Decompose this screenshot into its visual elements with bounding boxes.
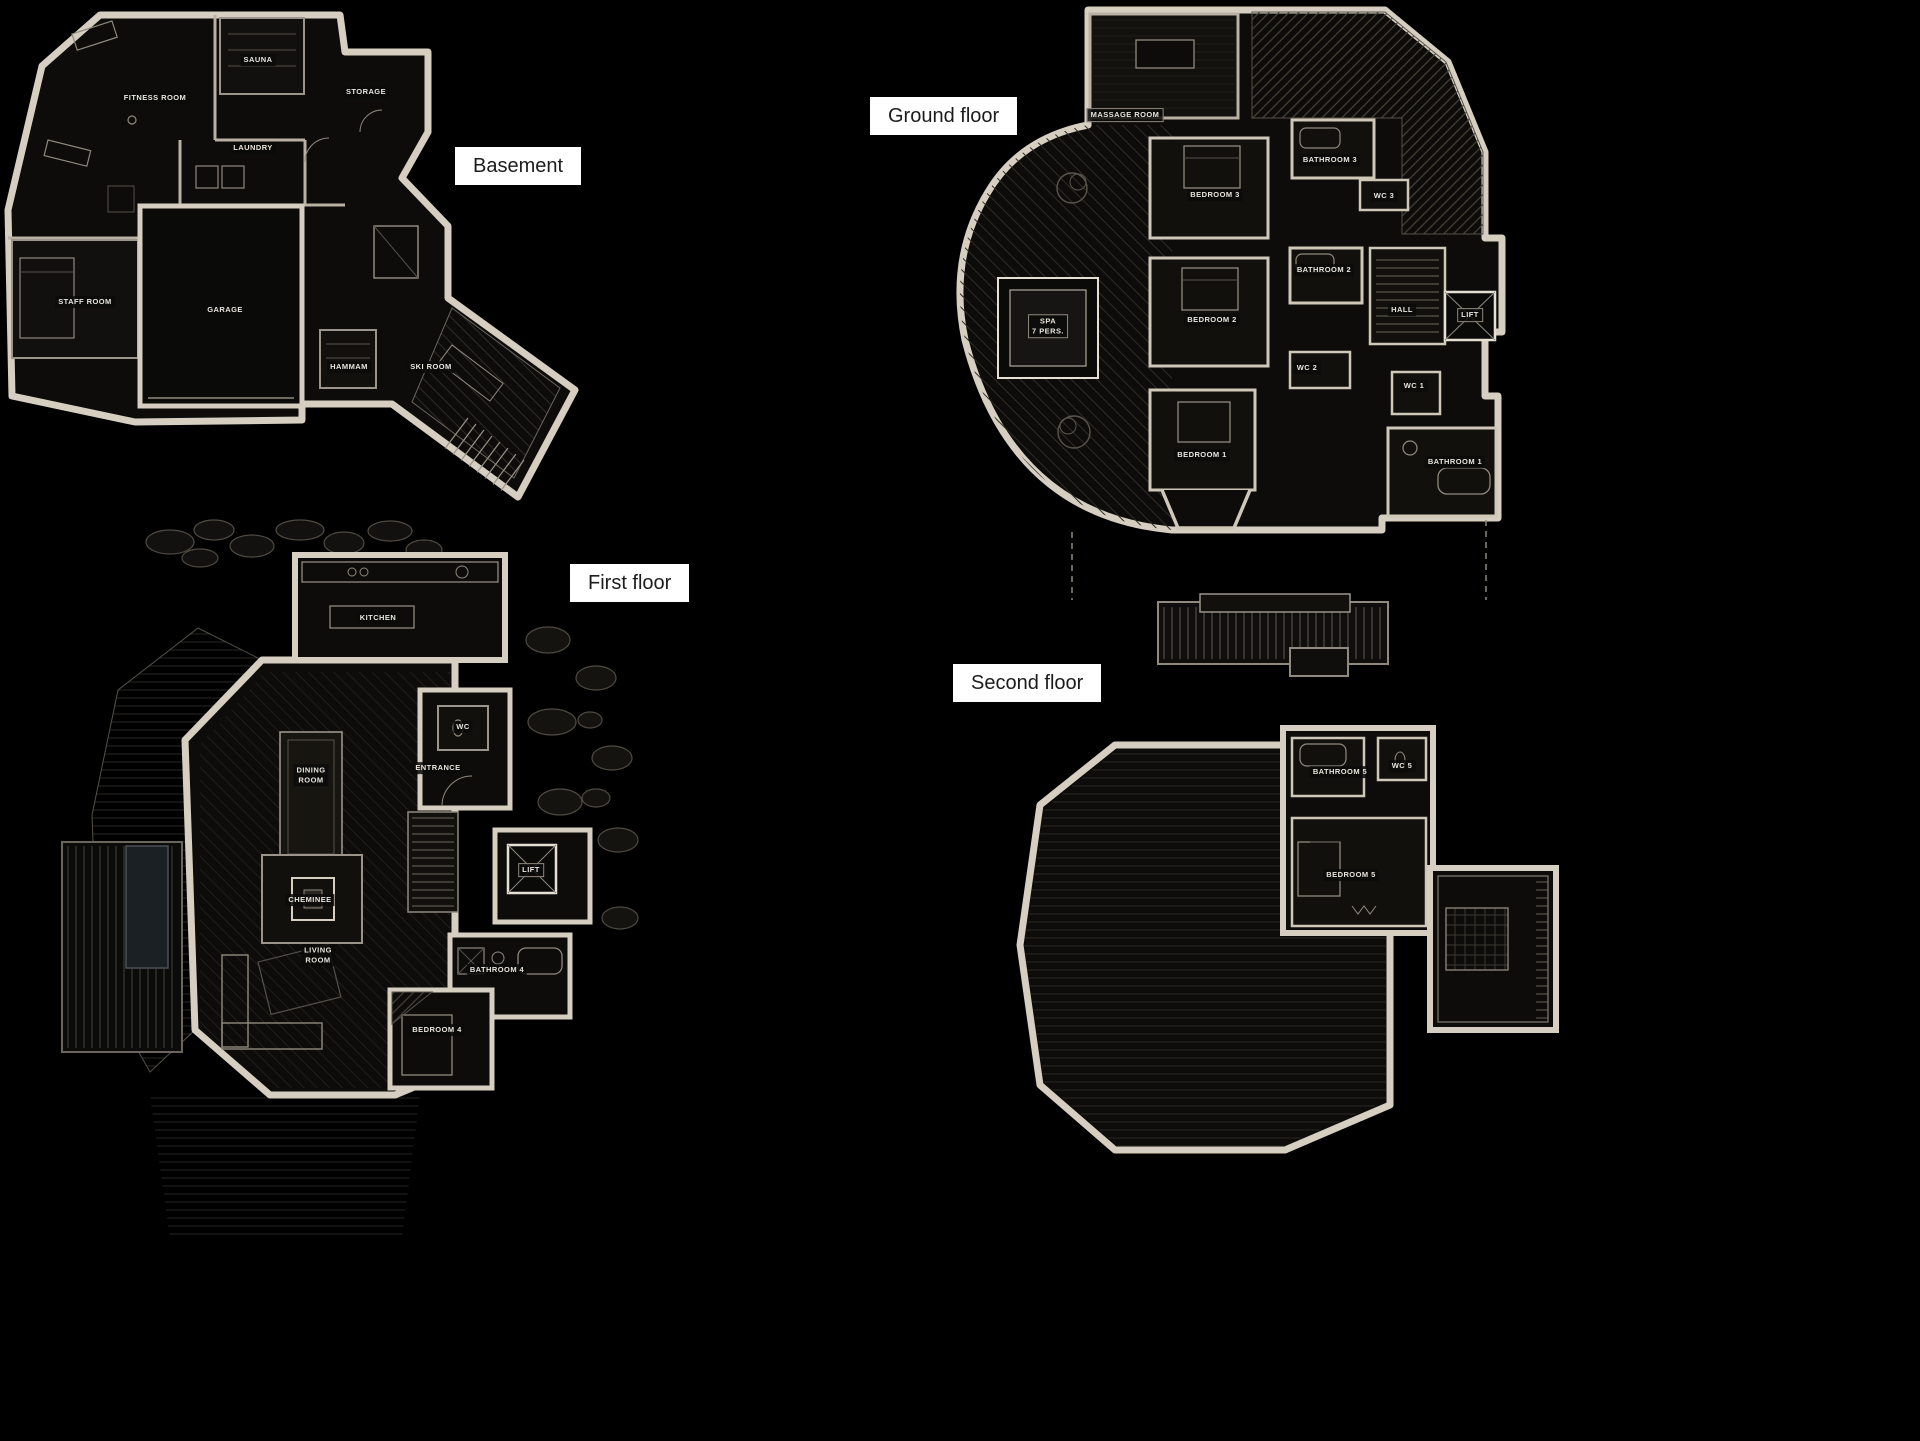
room-label-dining-room: DINING ROOM [293,764,329,786]
room-label-entrance: ENTRANCE [412,762,464,774]
room-label-fireplace: CHEMINEE [285,894,335,906]
room-label-staff-room: STAFF ROOM [55,296,115,308]
room-label-storage: STORAGE [342,86,390,98]
room-label-lift-ground: LIFT [1457,308,1483,322]
room-label-laundry: LAUNDRY [230,142,276,154]
room-label-ski-room: SKI ROOM [407,361,455,373]
room-label-massage-room: MASSAGE ROOM [1086,108,1164,122]
room-label-wc: WC [453,721,473,733]
room-label-garage: GARAGE [204,304,246,316]
room-label-bathroom-5: BATHROOM 5 [1309,766,1371,778]
room-label-bedroom-1: BEDROOM 1 [1174,449,1230,461]
room-label-bathroom-4: BATHROOM 4 [466,964,528,976]
room-label-wc-1: WC 1 [1400,380,1428,392]
basement-plan [4,11,579,501]
room-label-lift-first: LIFT [518,863,544,877]
room-label-bedroom-5: BEDROOM 5 [1323,869,1379,881]
first-floor-plan [61,519,639,1238]
floor-label-first: First floor [570,564,690,602]
room-label-bathroom-3: BATHROOM 3 [1299,154,1361,166]
floor-label-second: Second floor [953,664,1102,702]
room-label-living-room: LIVING ROOM [301,944,335,966]
room-label-sauna: SAUNA [240,54,276,66]
floor-label-ground: Ground floor [870,97,1018,135]
room-label-bathroom-1: BATHROOM 1 [1424,456,1486,468]
room-label-wc-2: WC 2 [1293,362,1321,374]
room-label-hammam: HAMMAM [327,361,371,373]
room-label-bedroom-3: BEDROOM 3 [1187,189,1243,201]
room-label-bedroom-4: BEDROOM 4 [409,1024,465,1036]
room-label-bedroom-2: BEDROOM 2 [1184,314,1240,326]
room-label-bathroom-2: BATHROOM 2 [1293,264,1355,276]
room-label-kitchen: KITCHEN [356,612,400,624]
room-label-wc-3: WC 3 [1370,190,1398,202]
ground-floor-plan [956,6,1506,600]
room-label-wc-5: WC 5 [1388,760,1416,772]
floor-label-basement: Basement [455,147,582,185]
room-label-spa: SPA 7 PERS. [1028,314,1068,338]
room-label-fitness-room: FITNESS ROOM [120,92,190,104]
room-label-hall: HALL [1388,304,1416,316]
